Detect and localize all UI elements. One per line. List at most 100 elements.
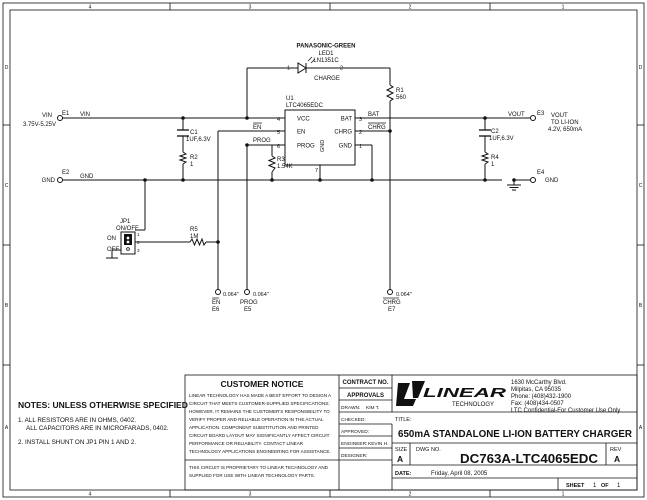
led1-ref: LED1 [318,51,334,57]
jp1-on-label: ON [107,236,116,242]
customer-notice-line: HOWEVER, IT REMAINS THE CUSTOMER'S RESPO… [189,409,330,414]
r5-ref: R5 [190,227,198,233]
u1-pin-prog: PROG [297,144,315,150]
customer-notice-line: TECHNOLOGY APPLICATIONS ENGINEERING FOR … [189,449,331,454]
r2-value: 1 [190,162,194,168]
junction-dots [143,116,516,244]
r1: R1 560 [385,84,407,102]
terminal-e4: E4 GND [530,170,559,184]
dwg-number: DC763A-LTC4065EDC [460,451,599,466]
e6-name: EN [212,300,220,306]
jp1-jumper: JP1 ON/OFF ON OFF 1 2 3 [106,219,140,259]
e5-diameter: 0.064" [253,292,269,298]
engineer-name: KEVIN H. [368,441,389,447]
drawn-label: DRAWN: [341,405,360,411]
size-value: A [397,454,403,464]
contract-no-label: CONTRACT NO. [343,380,389,386]
company-confidential: LTC Confidential-For Customer Use Only [511,408,620,414]
u1-pin-en: EN [297,130,305,136]
e5-ref: E5 [244,307,252,313]
c1-r2: C1 1UF,6.3V R2 1 [177,129,211,168]
approvals-label: APPROVALS [347,393,384,399]
net-label-en: EN [253,125,261,131]
e6-diameter: 0.064" [223,292,239,298]
u1-pin-number-7: 7 [315,168,318,174]
led1-part: LN1351C [313,58,339,64]
frame-row-label-c-right: C [639,183,643,189]
net-label-gnd: GND [80,174,94,180]
e5-name: PROG [240,300,258,306]
c1-ref: C1 [190,130,198,136]
e3-name: VOUT [551,113,568,119]
e7-ref: E7 [388,307,396,313]
terminal-e5: 0.064" PROG E5 [240,289,269,313]
jp1-label: ON/OFF [116,226,139,232]
e1-voltage-range: 3.75V-5.25V [23,122,56,128]
net-label-bat: BAT [368,112,380,118]
sheet-total: 1 [617,483,621,489]
rev-label: REV [610,447,622,453]
r3-value: 1.54K [277,164,293,170]
title-info: TITLE: 650mA STANDALONE LI-ION BATTERY C… [395,417,633,489]
ground-symbol [507,184,521,191]
u1-part: LTC4065EDC [286,103,324,109]
r2-ref: R2 [190,155,198,161]
u1-pin-bat: BAT [341,117,353,123]
u1-pin-number-5: 5 [277,130,280,136]
e3-ref: E3 [537,111,545,117]
frame-col-label-4: 4 [89,5,92,11]
e4-name: GND [545,178,559,184]
frame-col-label-4-bottom: 4 [89,492,92,498]
r1-value: 560 [396,95,407,101]
date-value: Friday, April 08, 2005 [431,471,488,477]
jp1-pin2: 2 [137,240,140,245]
company-address-2: Milpitas, CA 95035 [511,387,562,393]
frame-col-label-1: 1 [562,5,565,11]
r5-value: 1M [190,234,198,240]
e6-ref: E6 [212,307,220,313]
c2-value: 1UF,6.3V [489,136,514,142]
sheet-label: SHEET [566,483,585,489]
r4-ref: R4 [491,155,499,161]
terminal-e7: 0.064" CHRG E7 [383,289,412,313]
u1-pin-number-3: 3 [359,117,362,123]
r1-ref: R1 [396,88,404,94]
frame-col-label-3: 3 [249,5,252,11]
terminal-e3: E3 VOUT TO LI-ION 4.2V, 650mA [530,111,582,133]
checked-label: CHECKED: [341,417,366,423]
frame-col-label-1-bottom: 1 [562,492,565,498]
net-label-vin: VIN [80,112,90,118]
linear-logo-sub: TECHNOLOGY [452,402,494,408]
r3-ref: R3 [277,157,285,163]
u1-pin-vcc: VCC [297,117,310,123]
led1-manufacturer: PANASONIC-GREEN [297,44,356,50]
notes: NOTES: UNLESS OTHERWISE SPECIFIED 1. ALL… [18,400,188,446]
e3-sub1: TO LI-ION [551,120,579,126]
dwg-no-label: DWG NO. [416,447,441,453]
jp1-pin3: 3 [137,248,140,253]
engineer-label: ENGINEER: [341,441,367,447]
e3-sub2: 4.2V, 650mA [548,127,582,133]
customer-notice-line: CIRCUIT THAT MEETS CUSTOMER-SUPPLIED SPE… [189,401,330,406]
company-phone: Phone: (408)432-1900 [511,394,572,400]
c1-value: 1UF,6.3V [186,137,211,143]
approved-label: APPROVED: [341,429,369,435]
linear-logo-text: LINEAR [423,385,507,400]
of-label: OF [601,483,609,489]
u1-pin-number-6: 6 [277,144,280,150]
customer-notice-line: VERIFY PROPER AND RELIABLE OPERATION IN … [189,417,324,422]
designer-label: DESIGNER: [341,453,367,459]
net-label-vout: VOUT [508,112,525,118]
u1-pin-number-2: 2 [359,130,362,136]
notes-title: NOTES: UNLESS OTHERWISE SPECIFIED [18,400,188,410]
u1-pin-number-4: 4 [277,117,280,123]
customer-notice-line: LINEAR TECHNOLOGY HAS MADE A BEST EFFORT… [189,393,332,398]
company-address-1: 1630 McCarthy Blvd. [511,380,567,386]
frame-row-label-b-right: B [639,303,643,309]
customer-notice: CUSTOMER NOTICE LINEAR TECHNOLOGY HAS MA… [189,379,332,478]
company-fax: Fax: (408)434-0507 [511,401,564,407]
jp1-ref: JP1 [120,219,131,225]
linear-logo: LINEAR TECHNOLOGY [396,381,507,408]
customer-notice-line: APPLICATION. COMPONENT SUBSTITUTION AND … [189,425,319,430]
note-1a: 1. ALL RESISTORS ARE IN OHMS, 0402. [18,417,136,424]
